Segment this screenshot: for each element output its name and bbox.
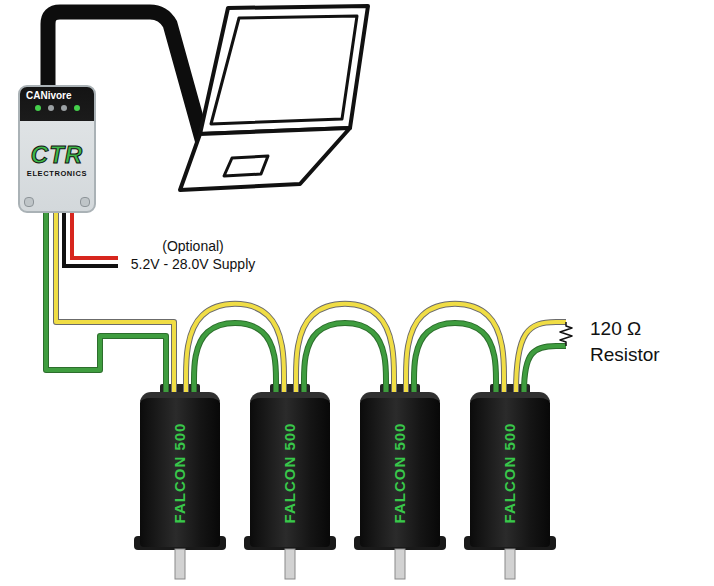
falcon-motor: FALCON 500 — [250, 392, 330, 547]
canivore-device: CANivoreCTRELECTRONICS — [18, 85, 96, 213]
laptop-screen — [200, 6, 368, 134]
laptop-base — [180, 128, 350, 190]
status-led — [61, 105, 67, 111]
can-low-wire-outline — [524, 346, 566, 392]
ground-wire — [64, 208, 118, 266]
screw-hole — [24, 197, 34, 207]
power-wire — [72, 208, 118, 258]
can-bus-wire — [406, 304, 504, 392]
label-holder: (Optional) — [127, 238, 259, 256]
status-led — [48, 105, 54, 111]
supply-label: (Optional) — [127, 238, 259, 256]
brand-subtitle: ELECTRONICS — [27, 169, 87, 179]
motor-shaft — [505, 549, 515, 579]
can-high-wire — [56, 213, 174, 392]
falcon-motor: FALCON 500 — [140, 392, 220, 547]
motor-name: FALCON 500 — [501, 422, 519, 523]
can-low-wire-outline — [304, 323, 386, 392]
screw-hole — [80, 197, 90, 207]
motor-name: FALCON 500 — [391, 422, 409, 523]
device-name: CANivore — [26, 90, 72, 102]
falcon-motor: FALCON 500 — [360, 392, 440, 547]
can-high-wire — [406, 304, 504, 392]
brand-logo: CTR — [31, 141, 83, 169]
can-low-wire-outline — [194, 323, 276, 392]
laptop-display — [211, 16, 357, 124]
status-led — [35, 105, 41, 111]
can-bus-wire — [186, 304, 284, 392]
can-bus-wire — [296, 304, 394, 392]
can-high-wire-outline — [516, 322, 566, 392]
can-low-wire — [524, 346, 566, 392]
motor-name: FALCON 500 — [171, 422, 189, 523]
can-low-wire — [414, 323, 496, 392]
label-holder: 120 Ω Resistor — [590, 316, 672, 367]
falcon-motor: FALCON 500 — [470, 392, 550, 547]
status-leds — [35, 105, 80, 111]
motor-shaft — [395, 549, 405, 579]
can-bus-wire — [46, 213, 174, 392]
can-high-wire-outline — [296, 304, 394, 392]
motor-shaft — [175, 549, 185, 579]
supply-label: 5.2V - 28.0V Supply — [127, 256, 259, 274]
can-low-wire-outline — [414, 323, 496, 392]
resistor-label: 120 Ω Resistor — [590, 316, 672, 367]
can-low-wire — [194, 323, 276, 392]
can-high-wire — [186, 304, 284, 392]
laptop-trackpad — [224, 156, 268, 176]
can-low-wire-outline — [46, 213, 166, 392]
can-high-wire-outline — [56, 213, 174, 392]
can-high-wire — [296, 304, 394, 392]
can-high-wire-outline — [186, 304, 284, 392]
can-low-wire — [46, 213, 166, 392]
can-high-wire-outline — [406, 304, 504, 392]
label-holder: 5.2V - 28.0V Supply — [127, 256, 259, 274]
status-led — [74, 105, 80, 111]
motor-shaft — [285, 549, 295, 579]
can-low-wire — [304, 323, 386, 392]
resistor-symbol — [560, 322, 572, 346]
motor-name: FALCON 500 — [281, 422, 299, 523]
can-high-wire — [516, 322, 566, 392]
